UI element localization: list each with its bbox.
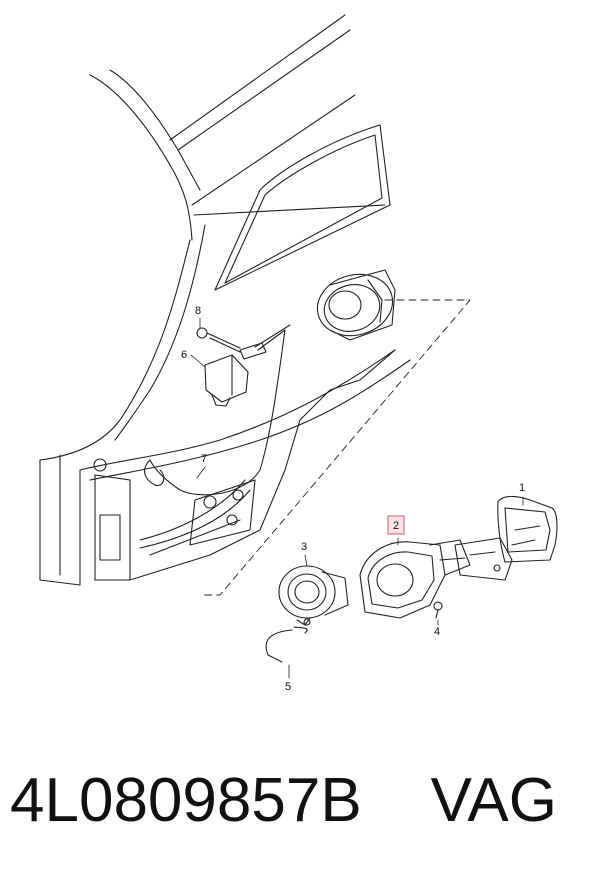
fuel-filler-housing [359,539,471,619]
fuel-door-assembled [316,269,396,341]
screw [433,601,443,619]
vehicle-body-outline [39,14,411,586]
callout-1: 1 [519,482,525,494]
bolt [196,327,241,353]
exploded-parts-diagram: 1 2 3 4 5 6 7 8 [39,14,558,693]
callout-7: 7 [201,453,207,465]
callout-2-highlight [387,515,405,535]
release-cable [144,329,286,496]
callout-3: 3 [301,541,307,553]
part-number-caption: 4L0809857B VAG [10,770,557,832]
fuel-door-hinge [454,537,513,581]
leader-lines [190,317,524,679]
callout-5: 5 [285,681,291,693]
fuel-door-flap [497,495,558,563]
rubber-grommet [278,565,349,626]
callout-4: 4 [434,626,440,638]
callout-labels: 1 2 3 4 5 6 7 8 [181,305,525,693]
dashed-leader-box [199,299,471,596]
callout-2: 2 [393,520,399,532]
callout-8: 8 [195,305,201,317]
part-number: 4L0809857B [10,766,362,835]
brand-name: VAG [430,766,557,835]
drain-hose [265,629,293,663]
callout-6: 6 [181,349,187,361]
rear-side-window [214,124,391,291]
fuel-door-actuator [204,324,291,407]
